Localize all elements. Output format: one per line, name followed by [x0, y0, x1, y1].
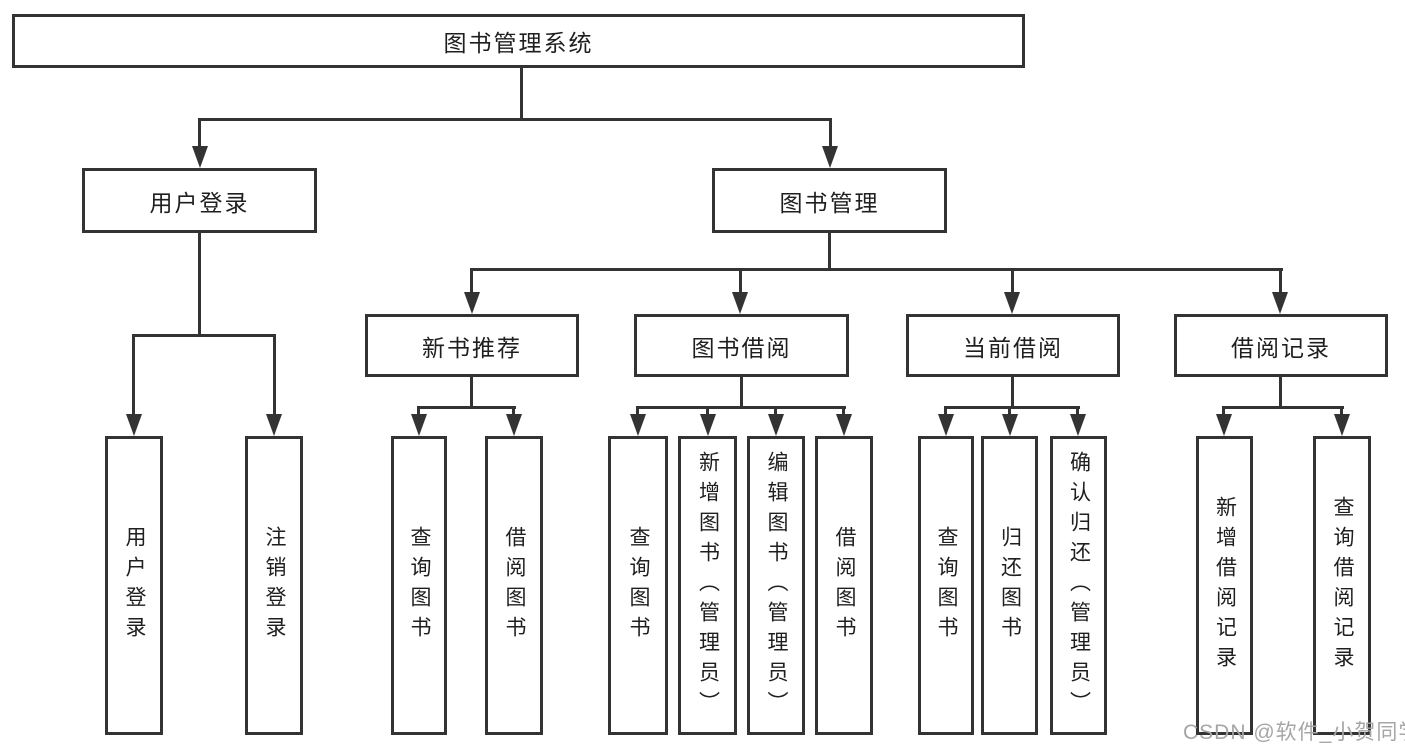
connector-line: [198, 121, 201, 148]
connector-line: [944, 406, 1080, 409]
leaf-edit-book-admin: 编辑图书（管理员）: [747, 436, 805, 735]
connector-line: [198, 118, 832, 121]
arrow-down-icon: [506, 414, 522, 436]
connector-line: [417, 406, 516, 409]
leaf-return-book: 归还图书: [981, 436, 1038, 735]
arrow-down-icon: [1070, 414, 1086, 436]
leaf-confirm-return-admin: 确认归还（管理员）: [1050, 436, 1107, 735]
arrow-down-icon: [630, 414, 646, 436]
connector-line: [636, 406, 846, 409]
arrow-down-icon: [1334, 414, 1350, 436]
arrow-down-icon: [464, 292, 480, 314]
connector-line: [1076, 409, 1079, 416]
connector-line: [944, 409, 947, 416]
node-borrowing-records: 借阅记录: [1174, 314, 1388, 377]
connector-line: [1008, 409, 1011, 416]
connector-line: [842, 409, 845, 416]
connector-line: [417, 409, 420, 416]
connector-line: [740, 377, 743, 408]
connector-line: [1222, 406, 1344, 409]
arrow-down-icon: [836, 414, 852, 436]
arrow-down-icon: [1004, 292, 1020, 314]
leaf-query-books-borrow: 查询图书: [608, 436, 668, 735]
connector-line: [774, 409, 777, 416]
node-library-management-system: 图书管理系统: [12, 14, 1025, 68]
arrow-down-icon: [938, 414, 954, 436]
arrow-down-icon: [822, 146, 838, 168]
connector-line: [1222, 409, 1225, 416]
connector-line: [132, 334, 276, 337]
leaf-add-book-admin: 新增图书（管理员）: [678, 436, 737, 735]
connector-line: [273, 337, 276, 415]
connector-line: [706, 409, 709, 416]
leaf-borrow-books-recommend: 借阅图书: [485, 436, 543, 735]
connector-line: [470, 377, 473, 408]
connector-line: [636, 409, 639, 416]
connector-line: [1340, 409, 1343, 416]
arrow-down-icon: [126, 414, 142, 436]
node-current-borrowing: 当前借阅: [906, 314, 1120, 377]
connector-line: [1279, 377, 1282, 408]
leaf-query-books-recommend: 查询图书: [391, 436, 447, 735]
arrow-down-icon: [732, 292, 748, 314]
connector-line: [829, 121, 832, 148]
node-book-management: 图书管理: [712, 168, 947, 233]
leaf-query-borrow-record: 查询借阅记录: [1313, 436, 1371, 735]
connector-line: [512, 409, 515, 416]
arrow-down-icon: [1002, 414, 1018, 436]
connector-line: [739, 271, 742, 293]
leaf-query-books-current: 查询图书: [918, 436, 974, 735]
leaf-user-login: 用户登录: [105, 436, 163, 735]
connector-line: [198, 233, 201, 336]
connector-line: [1011, 271, 1014, 293]
arrow-down-icon: [768, 414, 784, 436]
connector-line: [520, 68, 523, 118]
connector-line: [1279, 271, 1282, 293]
arrow-down-icon: [411, 414, 427, 436]
connector-line: [470, 271, 473, 293]
csdn-watermark: CSDN @软件_小贺同学: [1183, 721, 1405, 744]
arrow-down-icon: [1216, 414, 1232, 436]
node-book-borrowing: 图书借阅: [634, 314, 849, 377]
node-user-login: 用户登录: [82, 168, 317, 233]
arrow-down-icon: [266, 414, 282, 436]
node-new-book-recommendation: 新书推荐: [365, 314, 579, 377]
arrow-down-icon: [192, 146, 208, 168]
connector-line: [828, 233, 831, 270]
connector-line: [132, 337, 135, 415]
arrow-down-icon: [1272, 292, 1288, 314]
arrow-down-icon: [700, 414, 716, 436]
leaf-logout: 注销登录: [245, 436, 303, 735]
connector-line: [470, 268, 1283, 271]
connector-line: [1011, 377, 1014, 408]
leaf-add-borrow-record: 新增借阅记录: [1196, 436, 1253, 735]
leaf-borrow-books: 借阅图书: [815, 436, 873, 735]
